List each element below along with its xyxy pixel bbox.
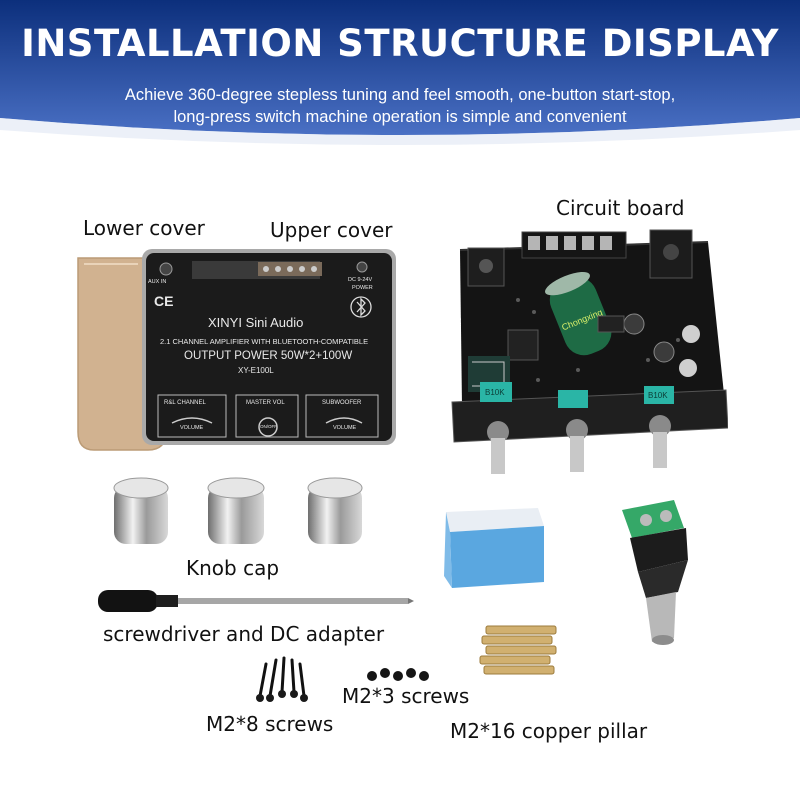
m2x8-screws bbox=[256, 656, 308, 702]
panel-volume-label-right: VOLUME bbox=[333, 425, 357, 431]
label-copper-pillar: M2*16 copper pillar bbox=[450, 719, 648, 743]
panel-master-vol-label: MASTER VOL bbox=[246, 400, 285, 406]
label-upper-cover: Upper cover bbox=[270, 218, 393, 242]
pot-label-left: B10K bbox=[485, 388, 505, 397]
board-model-print: XY-E100L bbox=[451, 318, 462, 363]
page-subtitle: Achieve 360-degree stepless tuning and f… bbox=[0, 84, 800, 128]
label-m2x8-screws: M2*8 screws bbox=[206, 712, 334, 736]
m2x3-screws bbox=[367, 668, 429, 681]
label-lower-cover: Lower cover bbox=[83, 216, 205, 240]
pot-label-right: B10K bbox=[648, 391, 668, 400]
label-m2x3-screws: M2*3 screws bbox=[342, 684, 470, 708]
banner-background bbox=[0, 0, 800, 145]
panel-description: 2.1 CHANNEL AMPLIFIER WITH BLUETOOTH-COM… bbox=[160, 337, 369, 346]
knob-cap-3 bbox=[307, 477, 363, 544]
knob-cap-1 bbox=[113, 477, 169, 544]
pcb-assembly: Chongxing bbox=[451, 229, 728, 474]
panel-power-label: POWER bbox=[352, 285, 373, 291]
upper-cover-panel: CE XINYI Sini Audio 2.1 CHANNEL AMPLIFIE… bbox=[140, 247, 398, 447]
label-circuit-board: Circuit board bbox=[556, 196, 685, 220]
dc-adapter bbox=[622, 500, 688, 645]
panel-volume-label-left: VOLUME bbox=[180, 425, 204, 431]
header-banner: INSTALLATION STRUCTURE DISPLAY Achieve 3… bbox=[0, 0, 800, 150]
panel-model: XY-E100L bbox=[238, 366, 274, 375]
panel-brand: XINYI Sini Audio bbox=[208, 315, 304, 330]
power-icon: ON/OFF bbox=[260, 424, 277, 429]
subtitle-line-2: long-press switch machine operation is s… bbox=[173, 108, 627, 126]
knob-cap-2 bbox=[207, 477, 265, 544]
screwdriver bbox=[98, 590, 414, 612]
knob-caps bbox=[113, 477, 363, 544]
foam-pad bbox=[444, 508, 544, 588]
ce-mark-icon: CE bbox=[154, 293, 174, 309]
panel-subwoofer-label: SUBWOOFER bbox=[322, 400, 362, 406]
copper-pillars bbox=[479, 625, 557, 675]
subtitle-line-1: Achieve 360-degree stepless tuning and f… bbox=[124, 86, 676, 104]
label-knob-cap: Knob cap bbox=[186, 556, 280, 580]
page-title: INSTALLATION STRUCTURE DISPLAY bbox=[21, 22, 779, 65]
panel-dc-label: DC 9-24V bbox=[348, 277, 373, 283]
panel-aux-label: AUX IN bbox=[148, 279, 167, 285]
panel-rl-channel-label: R&L CHANNEL bbox=[164, 400, 206, 406]
circuit-board: Chongxing XY-E100L B10K B10K bbox=[438, 220, 728, 482]
panel-output-power: OUTPUT POWER 50W*2+100W bbox=[184, 350, 353, 362]
panel-plate bbox=[142, 249, 396, 445]
label-screwdriver-dc-adapter: screwdriver and DC adapter bbox=[103, 622, 385, 646]
